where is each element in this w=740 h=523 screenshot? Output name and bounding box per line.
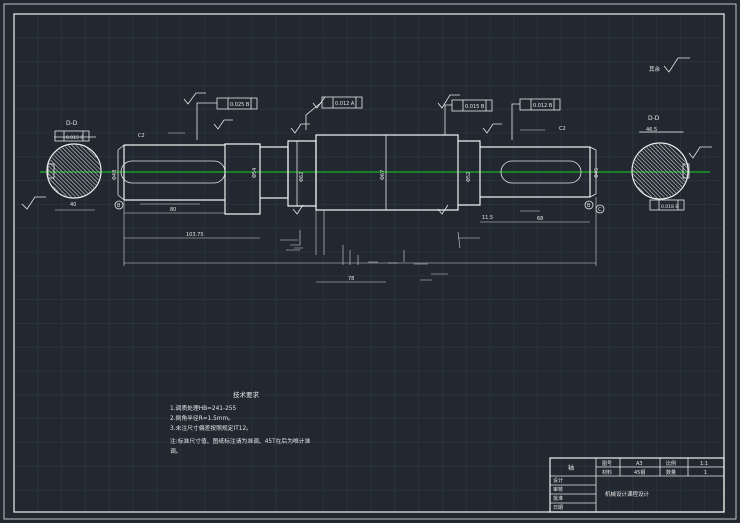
svg-text:批准: 批准 xyxy=(553,495,563,502)
svg-text:0.015 B: 0.015 B xyxy=(465,104,485,110)
svg-text:A3: A3 xyxy=(636,461,643,467)
svg-text:68: 68 xyxy=(537,216,543,222)
gdt-frame-4: 0.012 B xyxy=(511,98,561,140)
svg-text:Φ48: Φ48 xyxy=(112,170,118,180)
svg-text:80: 80 xyxy=(170,207,176,213)
svg-text:C2: C2 xyxy=(559,126,566,132)
svg-text:比例: 比例 xyxy=(666,460,676,467)
dimension-lines xyxy=(55,129,684,283)
gdt-frames: 0.025 B 0.012 A 0.015 B 0.012 B 0.015 C … xyxy=(54,96,685,211)
sheet-outer-border xyxy=(3,3,737,520)
gdt-frame-3: 0.015 B xyxy=(444,99,493,135)
section-left-label: D-D xyxy=(66,120,78,127)
gdt-frame-5: 0.015 C xyxy=(54,130,90,142)
svg-text:11.5: 11.5 xyxy=(482,215,493,221)
svg-text:C: C xyxy=(598,207,602,213)
svg-text:数量: 数量 xyxy=(666,469,676,476)
svg-text:B: B xyxy=(587,203,591,209)
course-title: 机械设计课程设计 xyxy=(605,490,650,498)
svg-text:C2: C2 xyxy=(138,133,145,139)
technical-requirements: 技术要求 1.调质处理HB=241-255 2.倒角半径R=1.5mm。 3.未… xyxy=(170,390,311,455)
svg-text:Φ52: Φ52 xyxy=(466,172,472,182)
svg-text:B: B xyxy=(117,203,121,209)
svg-text:1: 1 xyxy=(704,470,707,476)
svg-text:Φ45: Φ45 xyxy=(594,168,600,178)
title-block: 轴 图号 A3 比例 1:1 材料 45钢 数量 1 设计 审核 批准 日期 机… xyxy=(549,457,725,513)
datum-symbols: B B C xyxy=(114,200,605,214)
tech-req-line: 2.倒角半径R=1.5mm。 xyxy=(170,414,234,422)
svg-text:0.012 B: 0.012 B xyxy=(533,103,553,109)
tech-req-line: 调。 xyxy=(170,447,182,455)
sheet-inner-frame xyxy=(13,13,725,513)
svg-text:材料: 材料 xyxy=(602,469,612,476)
tech-req-line: 1.调质处理HB=241-255 xyxy=(170,404,236,412)
keyway-left xyxy=(120,160,226,184)
gdt-frame-1: 0.025 B xyxy=(196,97,258,140)
section-right-label: D-D xyxy=(648,115,660,122)
svg-text:设计: 设计 xyxy=(553,477,563,484)
part-name: 轴 xyxy=(568,464,574,472)
svg-text:0.025 B: 0.025 B xyxy=(230,102,250,108)
svg-text:0.012 A: 0.012 A xyxy=(335,101,355,107)
svg-text:Φ62: Φ62 xyxy=(299,172,305,182)
svg-text:日期: 日期 xyxy=(553,505,563,511)
tech-req-title: 技术要求 xyxy=(233,390,260,399)
svg-text:0.018 B: 0.018 B xyxy=(661,204,678,210)
svg-text:审核: 审核 xyxy=(553,486,563,493)
svg-text:103.75: 103.75 xyxy=(186,232,204,238)
svg-text:其余: 其余 xyxy=(649,65,661,73)
roughness-marks xyxy=(21,92,712,215)
roughness-symbol-general: 其余 xyxy=(649,57,690,73)
gdt-frame-2: 0.012 A xyxy=(305,96,363,130)
svg-text:Φ54: Φ54 xyxy=(252,168,258,178)
svg-text:1:1: 1:1 xyxy=(700,461,708,467)
svg-text:78: 78 xyxy=(348,276,354,282)
svg-text:45钢: 45钢 xyxy=(634,469,645,476)
shaft-outline xyxy=(117,134,597,215)
gdt-frame-6: 0.018 B xyxy=(649,199,685,211)
section-view-right xyxy=(631,142,690,200)
svg-text:40: 40 xyxy=(70,202,76,208)
keyway-right xyxy=(500,160,582,184)
tech-req-line: 注:标准尺寸值、图纸标注请为准调、45T在后为唯计准 xyxy=(170,437,311,445)
tech-req-line: 3.未注尺寸偏差按照规定IT12。 xyxy=(170,424,252,432)
dimension-texts: Φ48 Φ54 Φ62 Φ67 Φ52 Φ45 80 68 103.75 11.… xyxy=(70,126,657,282)
svg-text:图号: 图号 xyxy=(602,461,612,467)
section-view-left xyxy=(46,143,102,199)
svg-text:46.5: 46.5 xyxy=(646,127,657,133)
svg-text:Φ67: Φ67 xyxy=(380,170,386,180)
svg-text:0.015 C: 0.015 C xyxy=(66,135,83,141)
